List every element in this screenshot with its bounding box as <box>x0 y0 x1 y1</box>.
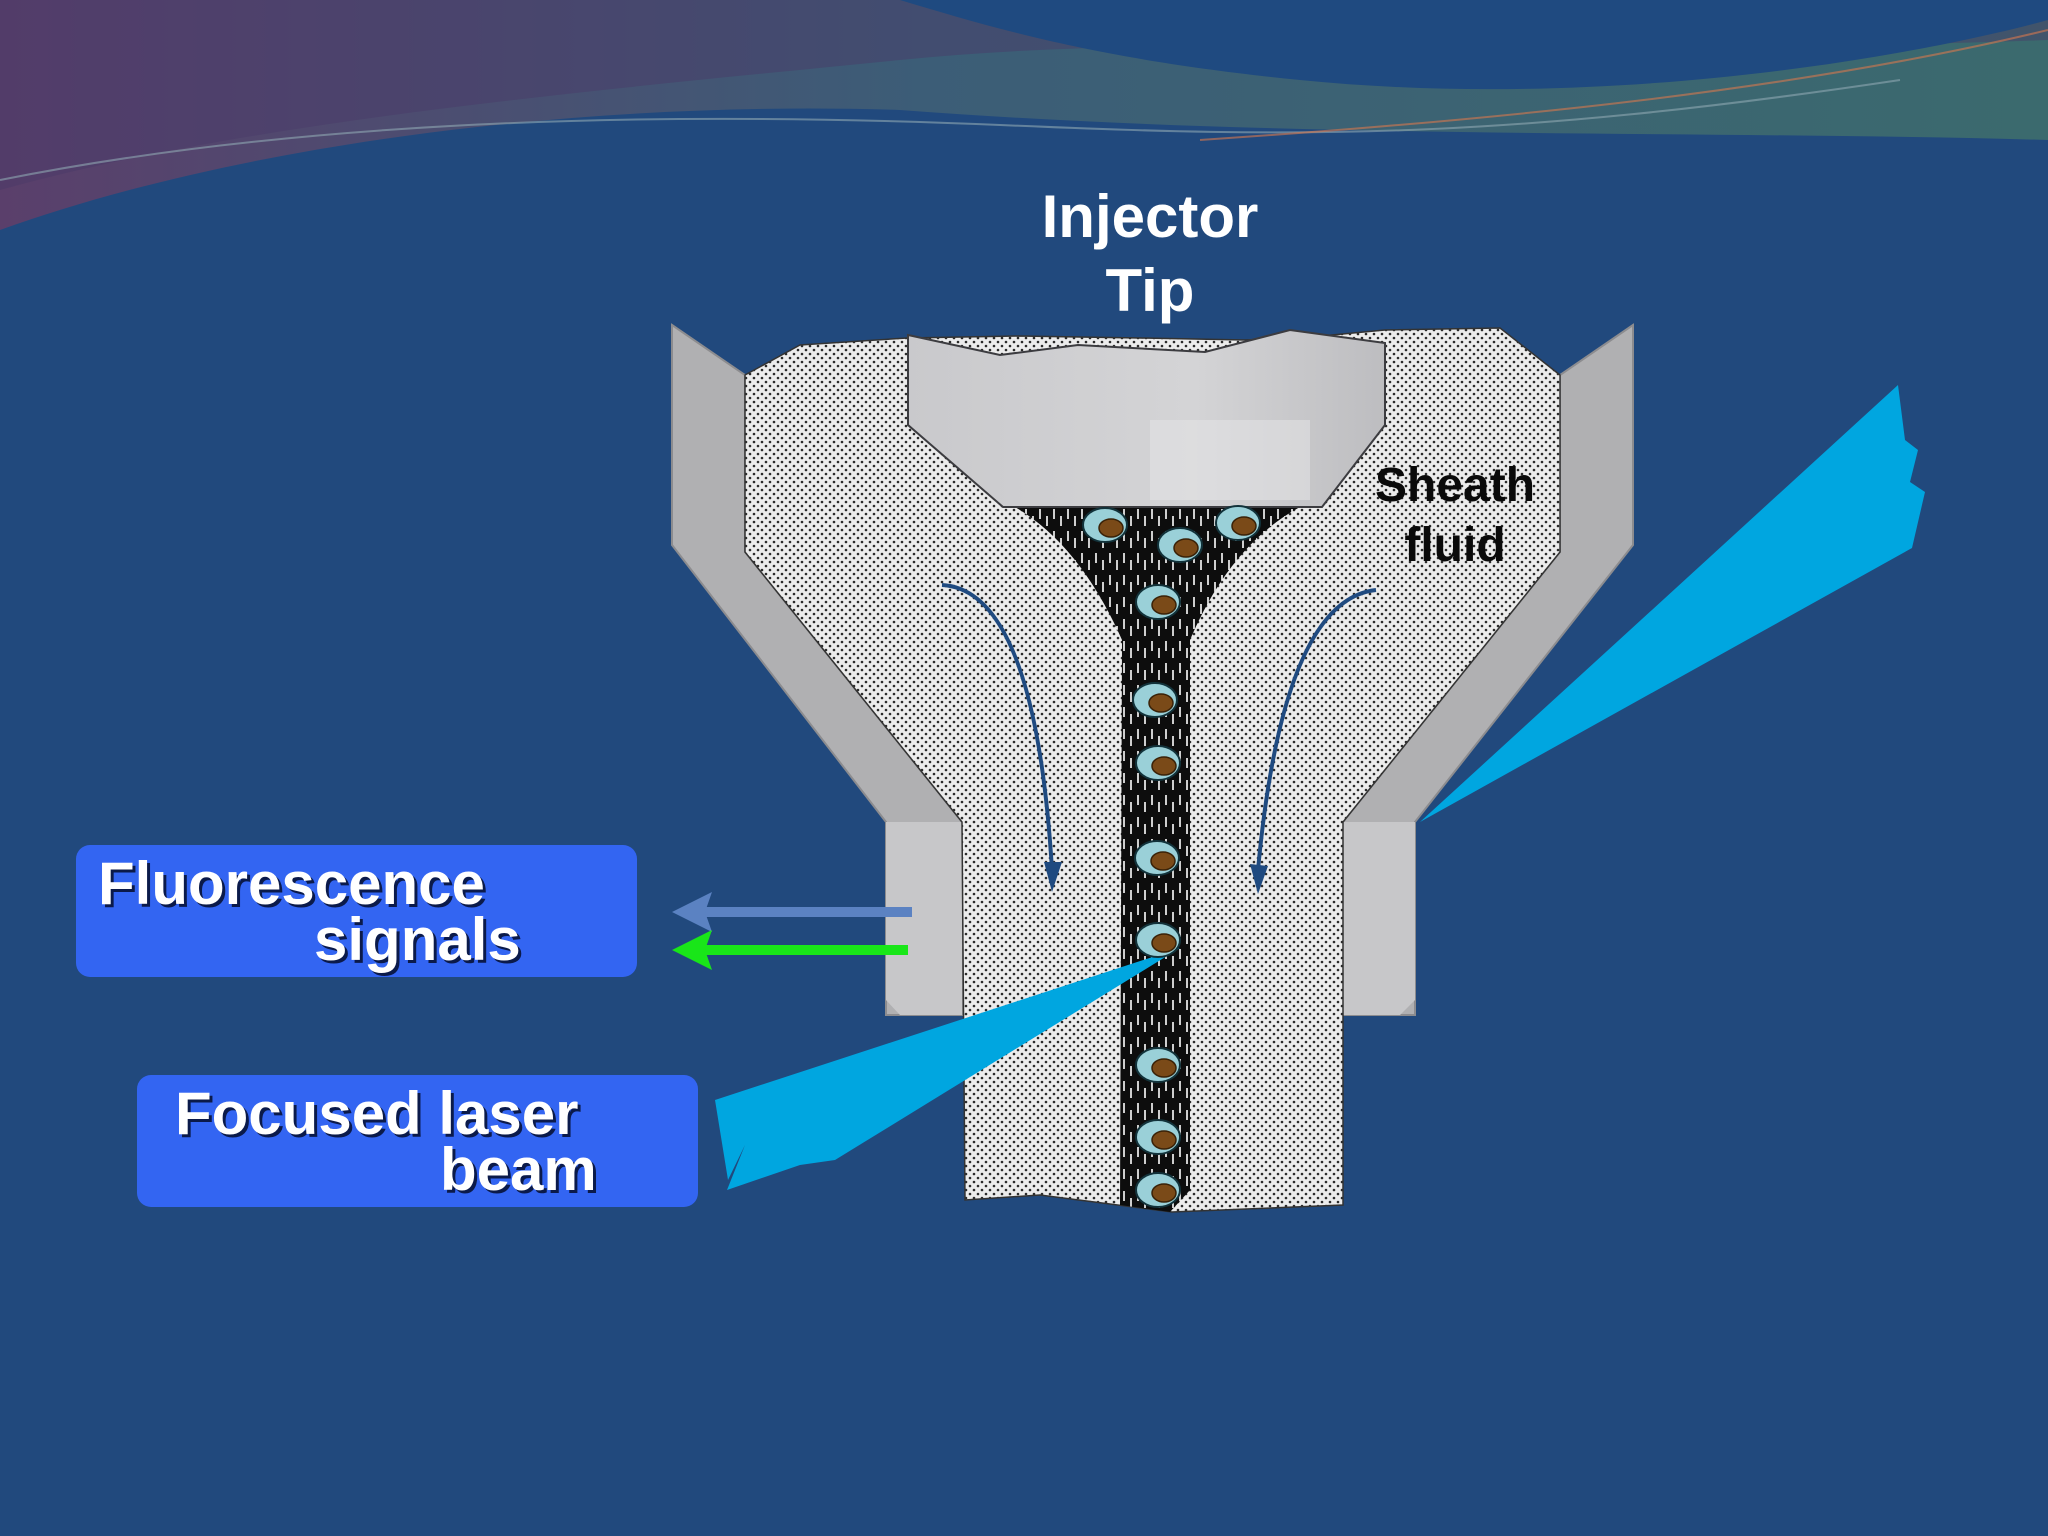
diagram-title: Injector Tip <box>1000 180 1300 328</box>
laser-line-1: Focused laser <box>175 1080 579 1147</box>
arrow-left-icon <box>672 930 908 970</box>
cell-icon <box>1135 922 1181 958</box>
title-line-2: Tip <box>1105 257 1195 324</box>
title-line-1: Injector <box>1041 183 1259 250</box>
arrow-left-icon <box>672 892 912 932</box>
laser-beam-incoming <box>1420 385 1925 822</box>
cell-icon <box>1132 682 1178 718</box>
cell-icon <box>1215 505 1261 541</box>
cell-icon <box>1135 1172 1181 1208</box>
curved-arrow-icon <box>1256 588 1377 871</box>
cell-icon <box>1135 1047 1181 1083</box>
sheath-line-1: Sheath <box>1374 459 1536 512</box>
sheath-line-2: fluid <box>1404 519 1506 572</box>
cell-icon <box>1135 745 1181 781</box>
fluorescence-line-2: signals <box>314 906 521 973</box>
decorative-wave-band <box>0 0 2048 230</box>
cell-icon <box>1135 584 1181 620</box>
cell-icon <box>1134 840 1180 876</box>
sheath-fluid-label: Sheath fluid <box>1355 456 1555 576</box>
fluorescence-signals-box: Fluorescence signals <box>76 845 637 977</box>
cell-icon <box>1135 1119 1181 1155</box>
cell-icon <box>1082 507 1128 543</box>
cell-icon <box>1157 527 1203 563</box>
fluorescence-line-1: Fluorescence <box>98 850 485 917</box>
injector-tip <box>907 328 1386 508</box>
curved-arrow-icon <box>941 583 1054 871</box>
cells-group <box>1082 505 1261 1208</box>
laser-beam-outgoing <box>715 948 1180 1190</box>
laser-line-2: beam <box>440 1136 597 1203</box>
focused-laser-beam-box: Focused laser beam <box>137 1075 698 1207</box>
